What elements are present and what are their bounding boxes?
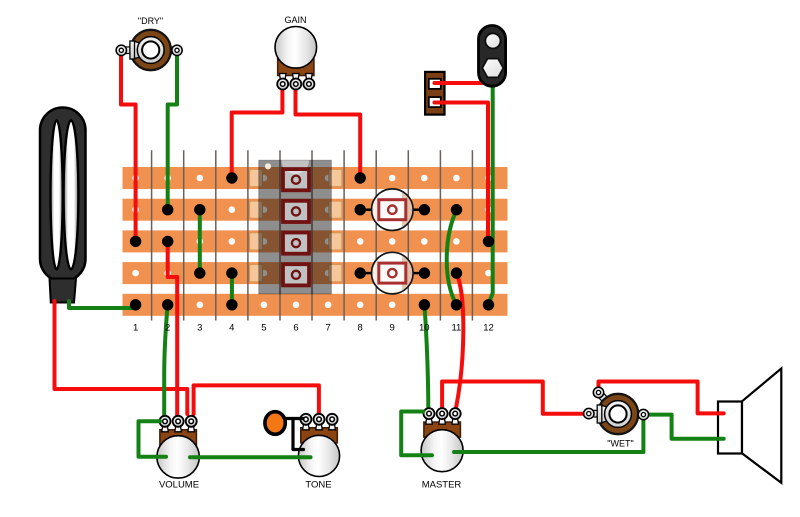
svg-text:6: 6 bbox=[293, 323, 298, 334]
svg-text:VOLUME: VOLUME bbox=[159, 480, 199, 491]
svg-text:"WET": "WET" bbox=[607, 438, 633, 448]
svg-text:3: 3 bbox=[197, 323, 202, 334]
svg-text:MASTER: MASTER bbox=[422, 480, 462, 491]
svg-text:9: 9 bbox=[390, 323, 395, 334]
svg-text:4: 4 bbox=[229, 323, 234, 334]
svg-text:7: 7 bbox=[325, 323, 330, 334]
svg-text:2: 2 bbox=[165, 323, 170, 334]
svg-text:1: 1 bbox=[133, 323, 138, 334]
svg-text:"DRY": "DRY" bbox=[138, 16, 163, 26]
svg-text:10: 10 bbox=[419, 323, 430, 334]
svg-text:5: 5 bbox=[261, 323, 266, 334]
svg-text:11: 11 bbox=[451, 323, 461, 334]
svg-text:TONE: TONE bbox=[305, 480, 331, 491]
svg-text:12: 12 bbox=[483, 323, 494, 334]
svg-text:GAIN: GAIN bbox=[284, 15, 306, 25]
svg-text:8: 8 bbox=[358, 323, 363, 334]
